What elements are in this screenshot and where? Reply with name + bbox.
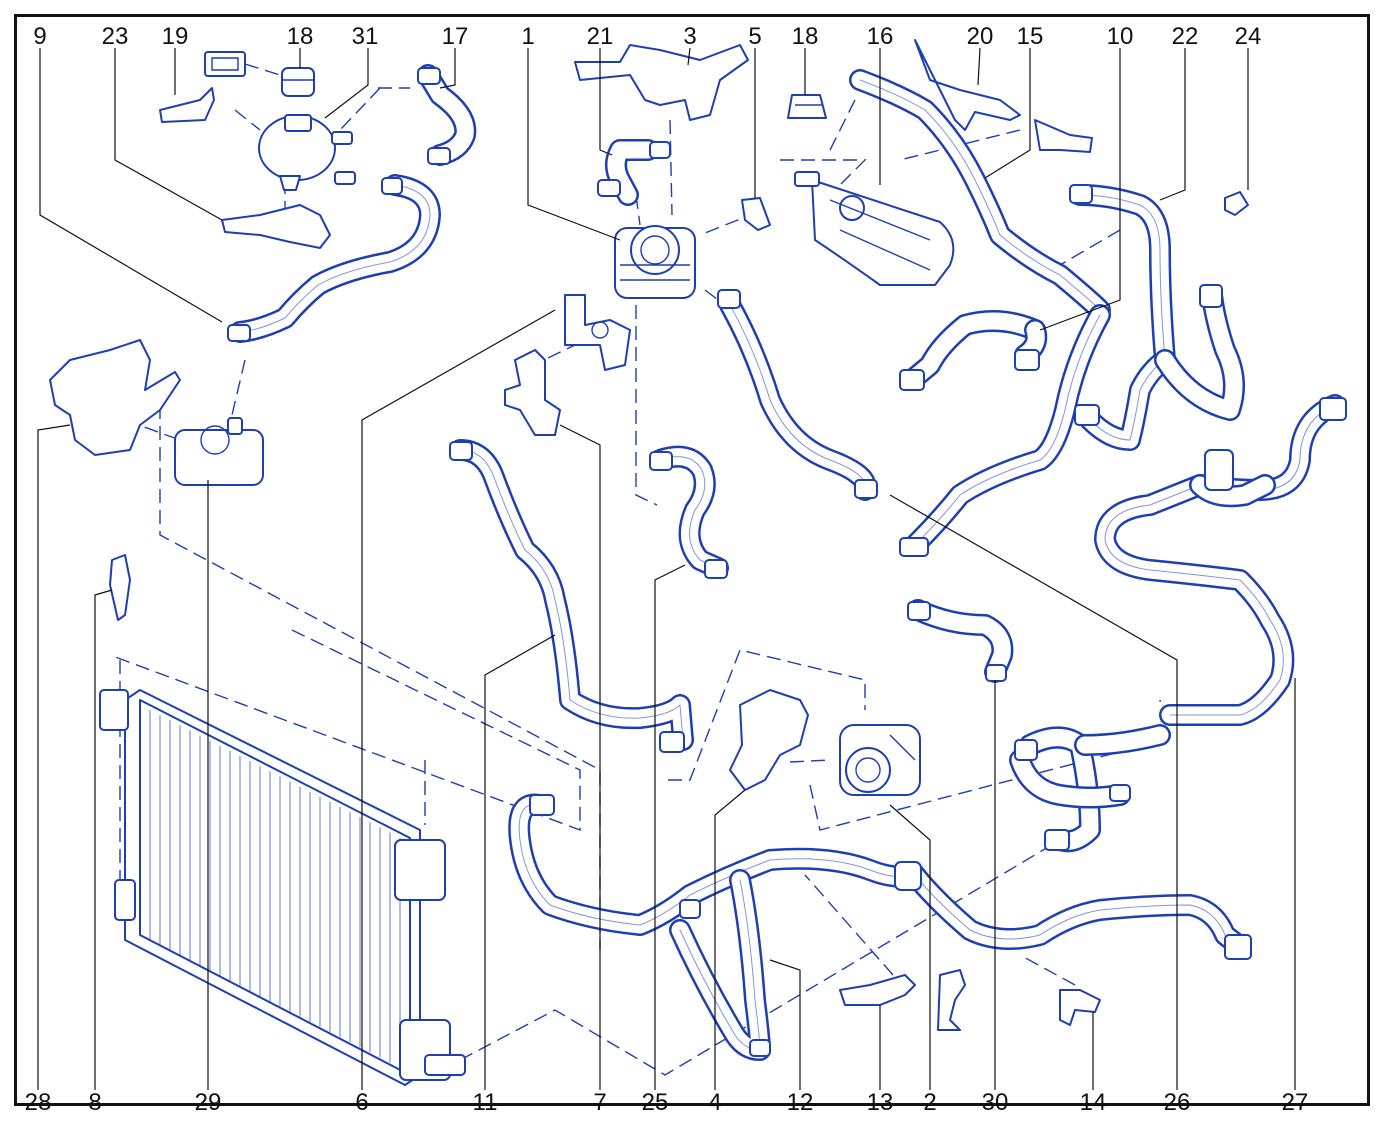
callout-14: 14 [1080,1089,1107,1116]
callout-20: 20 [967,23,994,50]
assembly-dash-lines [109,87,1166,1076]
callout-18-right: 18 [792,23,819,50]
callout-12: 12 [787,1089,814,1116]
callout-27: 27 [1282,1089,1309,1116]
callout-19: 19 [162,23,189,50]
electric-pump-29 [174,417,264,486]
expansion-tank [204,51,356,191]
callout-7: 7 [593,1089,606,1116]
callout-4: 4 [708,1089,721,1116]
callout-23: 23 [102,23,129,50]
callout-13: 13 [867,1089,894,1116]
callout-16: 16 [867,23,894,50]
callout-9: 9 [33,23,46,50]
callout-10: 10 [1107,23,1134,50]
callout-2: 2 [923,1089,936,1116]
callout-31: 31 [352,23,379,50]
callout-18-left: 18 [287,23,314,50]
callout-1: 1 [521,23,534,50]
callout-26: 26 [1164,1089,1191,1116]
hoses [229,64,1346,1061]
callout-28: 28 [25,1089,52,1116]
electric-pump-2 [839,724,921,796]
radiator [99,689,466,1086]
callout-25: 25 [642,1089,669,1116]
callout-11: 11 [473,1089,498,1116]
valve-6 [564,294,631,371]
callout-17: 17 [442,23,469,50]
leader-lines [37,47,1296,1090]
callout-21: 21 [587,23,614,50]
electric-pump-1 [614,225,696,299]
hose-clamps [227,67,1347,1057]
callout-24: 24 [1235,23,1262,50]
reservoir-tank [787,94,955,286]
callout-8: 8 [88,1089,101,1116]
radiator-fins [149,710,401,1068]
callout-3: 3 [683,23,696,50]
callout-6: 6 [355,1089,368,1116]
callout-29: 29 [195,1089,222,1116]
callout-5: 5 [748,23,761,50]
callout-labels: 9 23 19 18 31 17 1 21 3 5 18 16 20 15 10… [25,23,1309,1116]
callout-22: 22 [1172,23,1199,50]
callout-15: 15 [1017,23,1044,50]
callout-30: 30 [982,1089,1009,1116]
brackets [49,39,1249,1031]
